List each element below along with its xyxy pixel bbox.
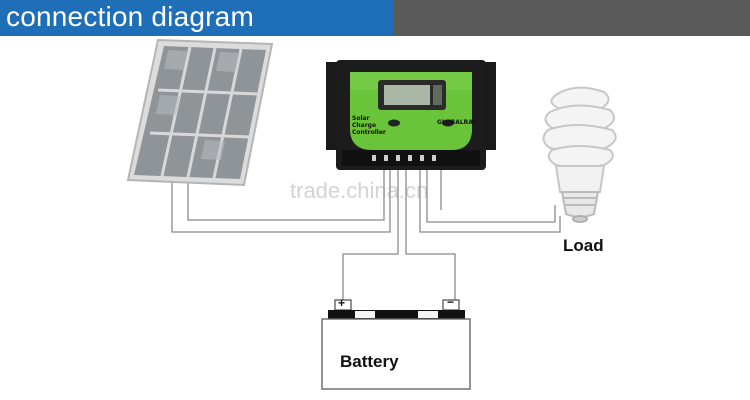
battery-positive-mark: + (338, 296, 346, 310)
watermark: trade.china.cn (290, 178, 429, 203)
load-wire-outer (419, 168, 561, 233)
header-blue-block (0, 0, 393, 36)
header-bar: connection diagram (0, 0, 750, 36)
load-wire-inner (426, 168, 556, 223)
solar-panel-icon (126, 38, 274, 187)
wires (171, 168, 561, 300)
load-label: Load (563, 236, 604, 255)
panel-wire-outer (171, 168, 391, 233)
page-title: connection diagram (6, 1, 254, 32)
battery-negative-mark: − (447, 295, 455, 309)
battery-icon (321, 299, 471, 390)
battery-wire-negative (405, 168, 456, 300)
charge-controller-icon (326, 60, 496, 170)
controller-logo-text: GLOBALRAY (437, 119, 477, 126)
battery-wire-positive (342, 168, 399, 300)
header-gray-block (393, 0, 750, 36)
battery-label: Battery (340, 352, 399, 371)
panel-wire-inner (187, 168, 385, 221)
cfl-bulb-icon (542, 86, 617, 223)
controller-brand-line: Solar Charge Controller (352, 115, 386, 136)
